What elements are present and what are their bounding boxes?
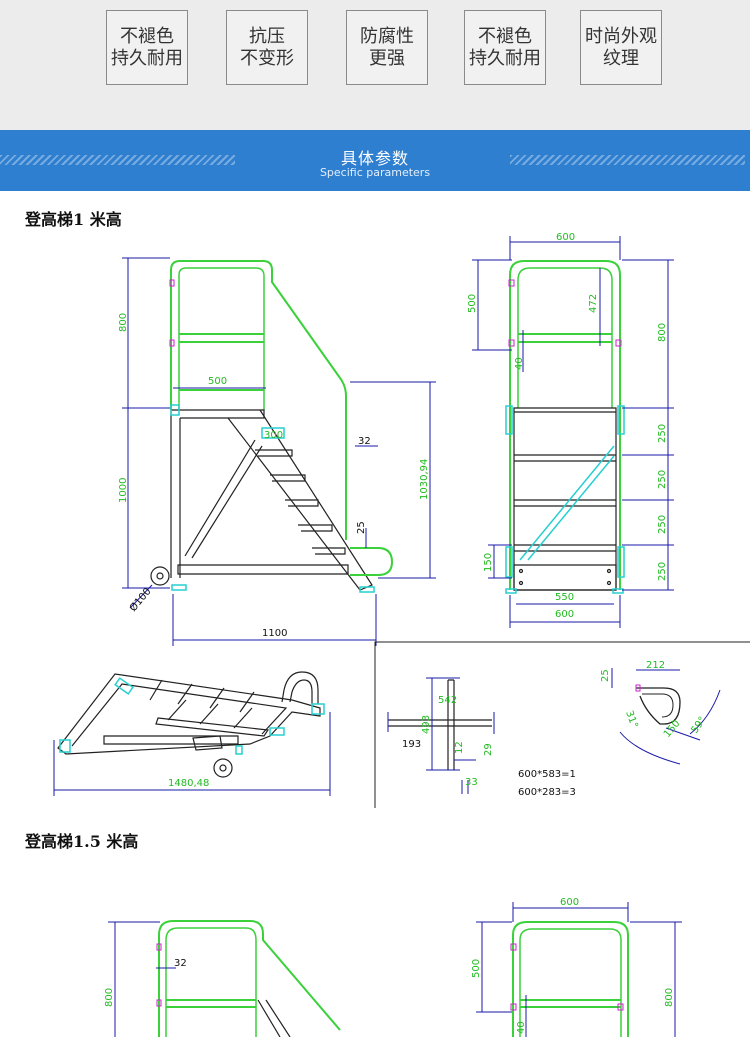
dim-side-300: 300 xyxy=(264,430,283,441)
note-panel-2: 600*283=3 xyxy=(518,787,576,798)
feature-line: 时尚外观 xyxy=(585,25,657,47)
dim-side-wheel: Ø100 xyxy=(127,586,154,614)
dim-radius-25: 25 xyxy=(600,669,611,682)
dim-front-500: 500 xyxy=(467,294,478,313)
dim-s2f-800: 800 xyxy=(664,988,675,1007)
note-panel-1: 600*583=1 xyxy=(518,769,576,780)
dim-side-103094: 1030,94 xyxy=(419,459,430,500)
section-title-1-5m: 登高梯1.5 米高 xyxy=(25,832,139,851)
feature-card-anticorrosion: 防腐性 更强 xyxy=(346,10,428,85)
dim-fold-148048: 1480,48 xyxy=(168,778,209,789)
banner-stripe-left xyxy=(0,155,235,165)
dim-side-32: 32 xyxy=(358,436,371,447)
dim-front-472: 472 xyxy=(588,294,599,313)
dim-detail-12: 12 xyxy=(454,741,465,754)
dim-front-250b: 250 xyxy=(657,470,668,489)
detail-panel xyxy=(374,641,750,808)
dim-side-25: 25 xyxy=(356,521,367,534)
dim-front-600b: 600 xyxy=(555,609,574,620)
feature-card-fade-resistant: 不褪色 持久耐用 xyxy=(106,10,188,85)
dim-s2f-40: 40 xyxy=(516,1021,527,1034)
dim-detail-542: 542 xyxy=(438,695,457,706)
folded-view-drawing xyxy=(53,671,331,796)
dim-front-250a: 250 xyxy=(657,424,668,443)
dim-radius-31deg: 31° xyxy=(623,709,639,729)
banner-subtitle: Specific parameters xyxy=(319,166,431,179)
banner-stripe-right xyxy=(510,155,745,165)
feature-card-pressure-resistant: 抗压 不变形 xyxy=(226,10,308,85)
dim-front-800: 800 xyxy=(657,323,668,342)
dim-s2-800: 800 xyxy=(104,988,115,1007)
feature-line: 持久耐用 xyxy=(111,47,183,69)
feature-line: 不褪色 xyxy=(478,25,532,47)
dim-s2-32: 32 xyxy=(174,958,187,969)
dim-side-800: 800 xyxy=(118,313,129,332)
feature-line: 持久耐用 xyxy=(469,47,541,69)
section-title-1m: 登高梯1 米高 xyxy=(25,210,122,229)
feature-line: 纹理 xyxy=(603,47,639,69)
dim-side-1000: 1000 xyxy=(118,478,129,503)
feature-line: 防腐性 xyxy=(360,25,414,47)
dim-detail-33: 33 xyxy=(465,777,478,788)
dim-s2f-600: 600 xyxy=(560,897,579,908)
feature-line: 更强 xyxy=(369,47,405,69)
dim-side-500: 500 xyxy=(208,376,227,387)
dim-radius-212: 212 xyxy=(646,660,665,671)
dim-front-600: 600 xyxy=(556,232,575,243)
dim-front-550: 550 xyxy=(555,592,574,603)
feature-line: 不褪色 xyxy=(120,25,174,47)
feature-line: 抗压 xyxy=(249,25,285,47)
dim-front-250d: 250 xyxy=(657,562,668,581)
dim-radius-150: 150 xyxy=(662,718,683,740)
dim-detail-193: 193 xyxy=(402,739,421,750)
front-view-1-5m-drawing xyxy=(476,902,682,1037)
feature-card-durable: 不褪色 持久耐用 xyxy=(464,10,546,85)
feature-line: 不变形 xyxy=(240,47,294,69)
front-view-drawing xyxy=(472,236,674,628)
dim-front-250c: 250 xyxy=(657,515,668,534)
dim-front-150: 150 xyxy=(483,553,494,572)
dim-s2f-500: 500 xyxy=(471,959,482,978)
feature-card-texture: 时尚外观 纹理 xyxy=(580,10,662,85)
parameters-banner xyxy=(0,130,750,191)
dim-detail-493: 493 xyxy=(421,715,432,734)
side-view-drawing xyxy=(122,257,436,646)
banner-title: 具体参数 xyxy=(340,149,409,168)
dim-front-40: 40 xyxy=(514,357,525,370)
side-view-1-5m-drawing xyxy=(108,920,341,1037)
dim-side-1100: 1100 xyxy=(262,628,287,639)
dim-detail-29: 29 xyxy=(483,743,494,756)
